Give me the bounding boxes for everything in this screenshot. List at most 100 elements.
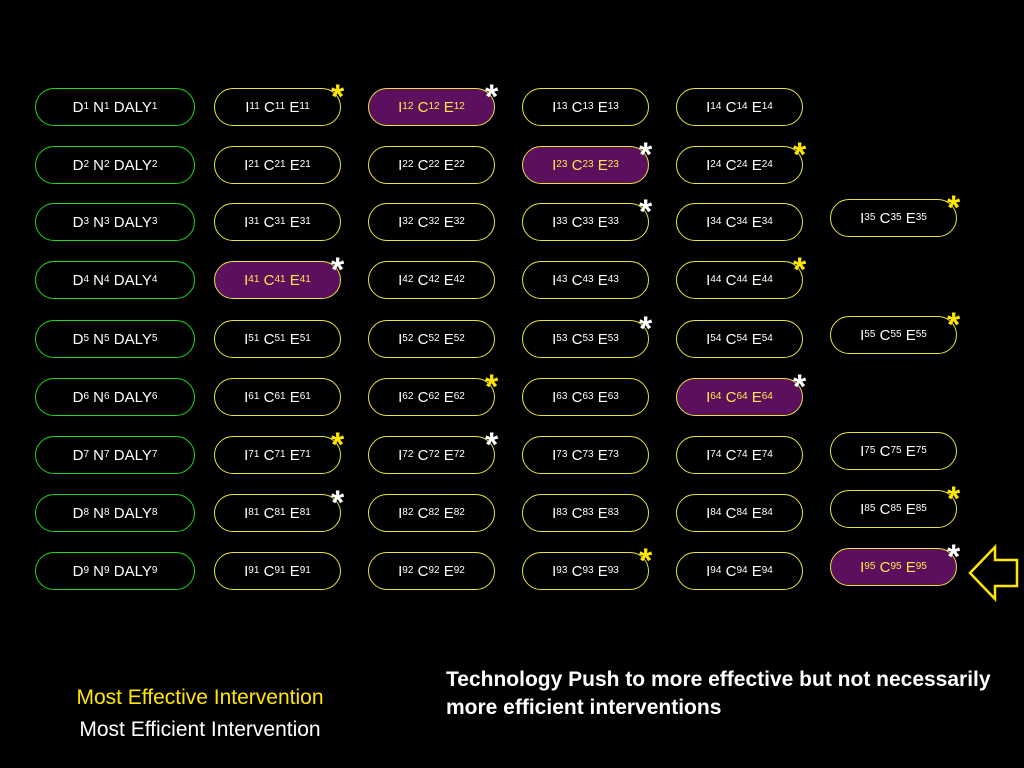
label-symbol: C (879, 442, 891, 460)
label-symbol: E (597, 213, 608, 231)
label-symbol: I (860, 558, 865, 576)
label-symbol: C (263, 98, 275, 116)
most-effective-caption: Most Effective Intervention (76, 686, 324, 709)
label-symbol: C (571, 213, 583, 231)
label-symbol: C (263, 156, 275, 174)
label-symbol: I (706, 213, 711, 231)
label-symbol: I (398, 271, 403, 289)
label-symbol: C (571, 388, 583, 406)
label-symbol: C (725, 504, 737, 522)
asterisk-marker: * (639, 136, 653, 174)
most-efficient-caption: Most Efficient Intervention (79, 718, 321, 741)
label-symbol: E (751, 504, 762, 522)
label-symbol: E (751, 98, 762, 116)
label-symbol: E (289, 213, 300, 231)
label-symbol: C (571, 446, 583, 464)
label-symbol: C (571, 271, 583, 289)
label-symbol: I (552, 562, 557, 580)
label-symbol: D (72, 213, 84, 231)
label-symbol: E (443, 388, 454, 406)
asterisk-marker: * (331, 78, 345, 116)
label-symbol: E (905, 500, 916, 518)
label-symbol: N (93, 98, 105, 116)
label-symbol: C (417, 388, 429, 406)
label-symbol: I (706, 156, 711, 174)
label-symbol: E (751, 156, 762, 174)
label-symbol: I (398, 98, 403, 116)
label-symbol: C (417, 330, 429, 348)
label-symbol: I (860, 209, 865, 227)
label-symbol: E (443, 98, 454, 116)
label-symbol: E (289, 388, 300, 406)
label-symbol: C (571, 156, 583, 174)
label-symbol: DALY (113, 330, 152, 348)
label-symbol: C (417, 213, 429, 231)
label-symbol: I (706, 98, 711, 116)
label-symbol: I (552, 213, 557, 231)
label-symbol: C (879, 209, 891, 227)
label-symbol: I (552, 446, 557, 464)
label-symbol: I (244, 213, 249, 231)
label-symbol: I (398, 562, 403, 580)
label-symbol: E (289, 156, 300, 174)
label-symbol: E (443, 562, 454, 580)
label-symbol: I (552, 330, 557, 348)
label-symbol: C (417, 271, 429, 289)
label-symbol: C (417, 98, 429, 116)
label-symbol: C (571, 98, 583, 116)
label-symbol: I (860, 500, 865, 518)
label-symbol: E (289, 446, 300, 464)
left-arrow-icon (968, 544, 1019, 602)
label-symbol: I (244, 330, 249, 348)
label-symbol: I (398, 156, 403, 174)
asterisk-marker: * (485, 78, 499, 116)
label-symbol: C (879, 500, 891, 518)
label-symbol: C (263, 446, 275, 464)
label-symbol: N (93, 330, 105, 348)
label-symbol: DALY (113, 388, 152, 406)
asterisk-marker: * (331, 426, 345, 464)
label-symbol: I (706, 388, 711, 406)
technology-push-caption: Technology Push to more effective but no… (446, 668, 991, 719)
label-symbol: E (289, 330, 300, 348)
label-symbol: E (289, 504, 300, 522)
label-symbol: C (879, 326, 891, 344)
label-symbol: D (72, 388, 84, 406)
label-symbol: I (245, 98, 250, 116)
label-symbol: E (751, 562, 762, 580)
label-symbol: I (244, 504, 249, 522)
asterisk-marker: * (947, 189, 961, 227)
label-symbol: C (263, 271, 275, 289)
label-symbol: C (263, 562, 275, 580)
label-symbol: I (706, 504, 711, 522)
